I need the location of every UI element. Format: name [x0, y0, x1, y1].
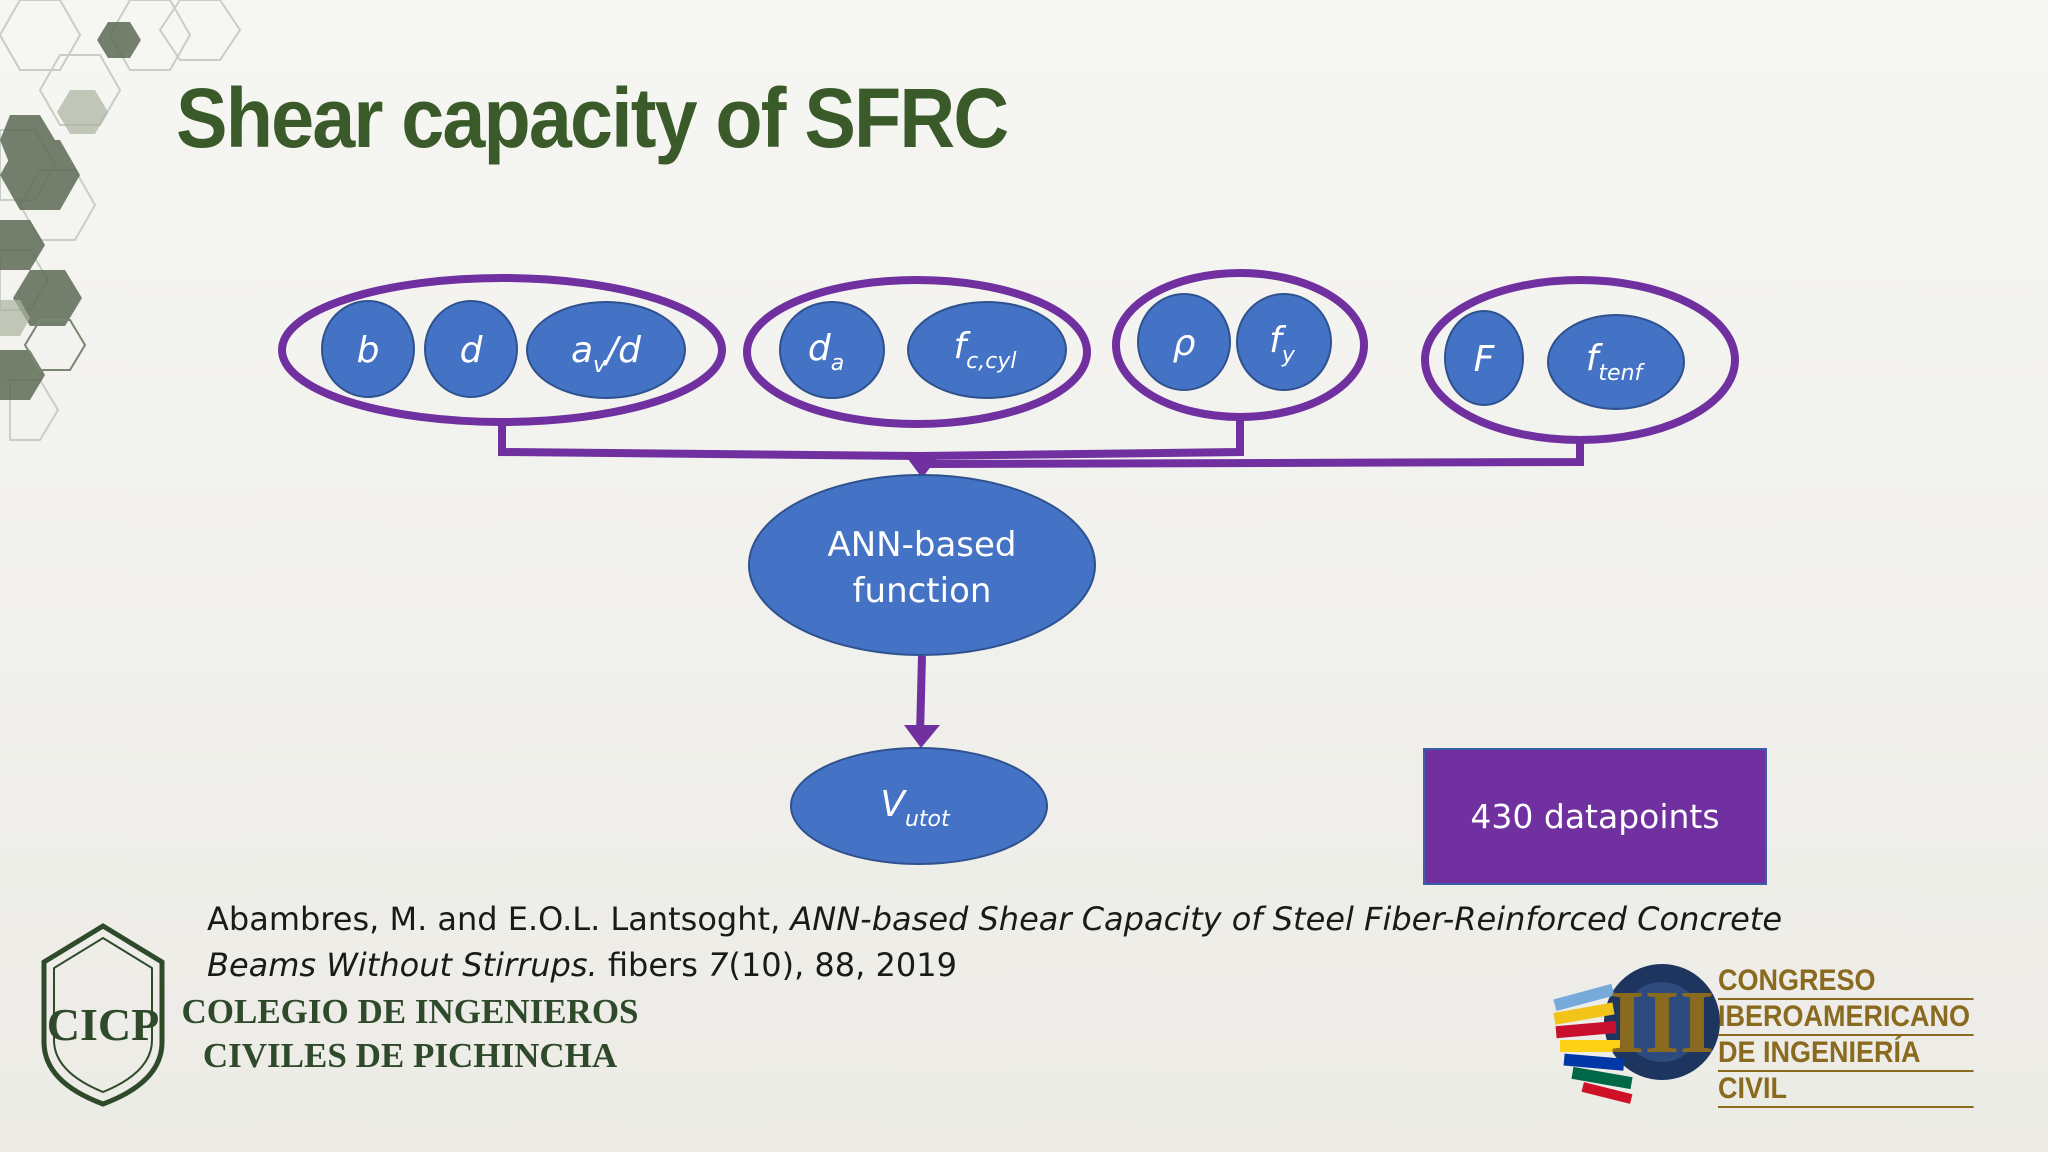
citation-rest: (10), 88, 2019	[728, 946, 957, 984]
congreso-line-4: CIVIL	[1718, 1072, 1974, 1108]
input-node-d	[424, 300, 518, 398]
input-d-label: d	[460, 330, 484, 371]
input-b-label: b	[357, 330, 380, 371]
input-ftenf-label: ftenf	[1586, 338, 1646, 386]
connector-lines	[498, 417, 1584, 736]
group-outline-2	[743, 276, 1091, 428]
ann-function-node	[748, 474, 1096, 656]
congreso-line-3: DE INGENIERÍA	[1718, 1036, 1974, 1072]
ann-function-line1: ANN-based	[827, 525, 1016, 565]
input-node-av-d	[526, 301, 686, 399]
citation-title: ANN-based Shear Capacity of Steel Fiber-…	[207, 900, 1783, 984]
input-node-ftenf	[1547, 314, 1685, 410]
input-node-da	[779, 301, 885, 399]
input-node-b	[321, 300, 415, 398]
cicp-name: COLEGIO DE INGENIEROS CIVILES DE PICHINC…	[160, 990, 660, 1078]
input-node-rho	[1137, 293, 1231, 391]
citation-volume: 7	[708, 946, 729, 984]
congreso-line-2: IBEROAMERICANO	[1718, 1000, 1974, 1036]
congreso-numeral: III	[1609, 973, 1714, 1072]
citation-journal: fibers	[597, 946, 709, 984]
cicp-shield-logo: CICP	[41, 923, 165, 1107]
arrowhead-to-output	[904, 725, 940, 748]
input-node-fc-cyl	[907, 301, 1067, 399]
datapoints-box: 430 datapoints	[1423, 748, 1767, 885]
citation-authors: Abambres, M. and E.O.L. Lantsoght,	[207, 900, 791, 938]
slide-title: Shear capacity of SFRC	[176, 71, 1009, 165]
input-da-label: da	[808, 328, 844, 376]
output-node-vutot	[790, 747, 1048, 865]
cicp-name-line1: COLEGIO DE INGENIEROS	[181, 992, 639, 1031]
flags-icon	[1553, 983, 1633, 1104]
congreso-line-1: CONGRESO	[1718, 964, 1974, 1000]
congreso-logo: III	[1553, 964, 1720, 1104]
cicp-name-line2: CIVILES DE PICHINCHA	[202, 1036, 618, 1075]
cicp-letters: CICP	[47, 999, 159, 1050]
input-rho-label: ρ	[1173, 323, 1196, 364]
output-vutot-label: Vutot	[880, 784, 951, 832]
congreso-text: CONGRESO IBEROAMERICANO DE INGENIERÍA CI…	[1718, 964, 2002, 1108]
ann-function-line2: function	[853, 571, 992, 611]
input-F-label: F	[1474, 339, 1496, 380]
input-node-fy	[1236, 293, 1332, 391]
input-node-F	[1444, 310, 1524, 406]
input-av-d-label: av/d	[571, 330, 642, 378]
arrowhead-to-function	[905, 455, 940, 478]
citation: Abambres, M. and E.O.L. Lantsoght, ANN-b…	[207, 896, 1887, 988]
